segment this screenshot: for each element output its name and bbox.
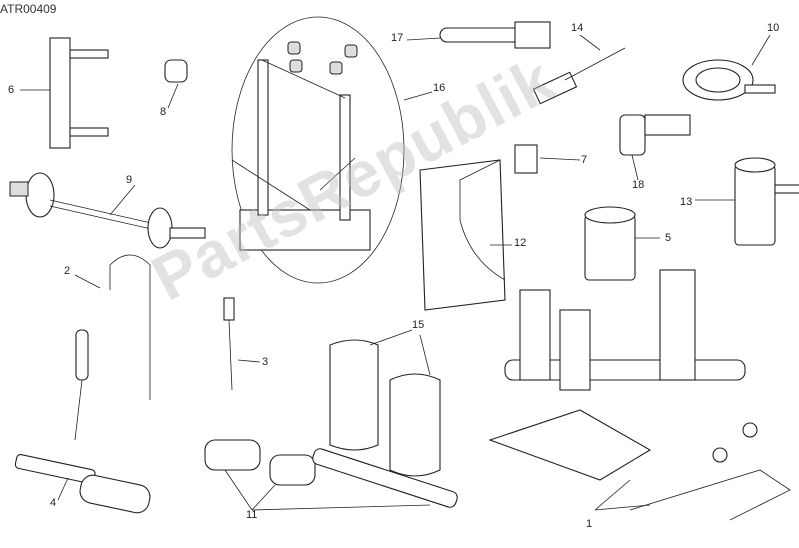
part-14-hook[interactable] <box>532 34 626 105</box>
callout-16[interactable]: 16 <box>433 82 446 94</box>
part-9-shaft[interactable] <box>9 172 206 249</box>
part-6-frame[interactable] <box>20 37 109 149</box>
part-15-sleeves[interactable] <box>329 329 441 477</box>
part-11-bushings[interactable] <box>204 439 459 511</box>
callout-10[interactable]: 10 <box>767 22 780 34</box>
part-5-socket[interactable] <box>584 206 660 281</box>
part-13-socket[interactable] <box>695 157 799 246</box>
part-8-sleeve[interactable] <box>164 59 188 109</box>
callout-14[interactable]: 14 <box>571 22 584 34</box>
callout-18[interactable]: 18 <box>632 179 645 191</box>
callout-4[interactable]: 4 <box>50 497 57 509</box>
callout-3[interactable]: 3 <box>262 356 269 368</box>
callout-8[interactable]: 8 <box>160 106 167 118</box>
callout-7[interactable]: 7 <box>581 154 588 166</box>
callout-2[interactable]: 2 <box>64 265 71 277</box>
callout-13[interactable]: 13 <box>680 196 693 208</box>
part-7-adapter[interactable] <box>514 144 581 174</box>
part-4-drift[interactable] <box>14 454 153 515</box>
callout-1[interactable]: 1 <box>586 518 593 530</box>
callout-12[interactable]: 12 <box>514 237 527 249</box>
callout-11[interactable]: 11 <box>246 509 258 521</box>
part-16-stand[interactable] <box>231 16 433 284</box>
callout-6[interactable]: 6 <box>8 84 15 96</box>
callout-15[interactable]: 15 <box>412 319 425 331</box>
part-2-tool[interactable] <box>74 254 151 441</box>
callout-5[interactable]: 5 <box>665 232 672 244</box>
callout-9[interactable]: 9 <box>126 174 133 186</box>
callout-17[interactable]: 17 <box>391 32 404 44</box>
part-18-elbow[interactable] <box>619 114 691 181</box>
part-3-probe[interactable] <box>223 297 261 391</box>
part-10-ring-spanner[interactable] <box>682 34 776 101</box>
part-1-paddock-stand[interactable] <box>488 269 791 521</box>
part-12-block[interactable] <box>419 159 512 311</box>
part-17-spanner[interactable] <box>406 21 551 49</box>
diagram-code: ATR00409 <box>0 2 57 16</box>
